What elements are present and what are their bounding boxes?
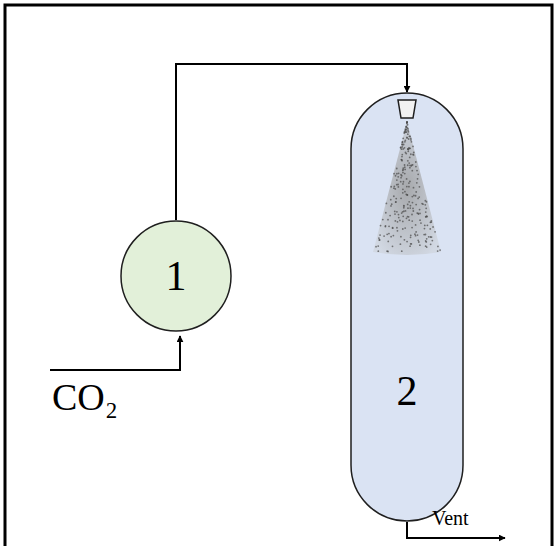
pump-shape [121,221,231,331]
frame [5,5,552,546]
vent-label: Vent [432,508,469,528]
node-number: 2 [397,370,418,412]
node-number: 1 [166,255,187,297]
spray-vessel: 2 [350,92,464,522]
nozzle [398,100,416,118]
feed-line [50,336,180,370]
pump-circle: 1 [120,220,232,332]
vessel-shape [351,93,463,521]
inlet-label: CO₂ [52,378,118,416]
spray-droplets [375,121,441,252]
spray-cone [373,122,441,255]
vessel-outline [350,92,464,522]
